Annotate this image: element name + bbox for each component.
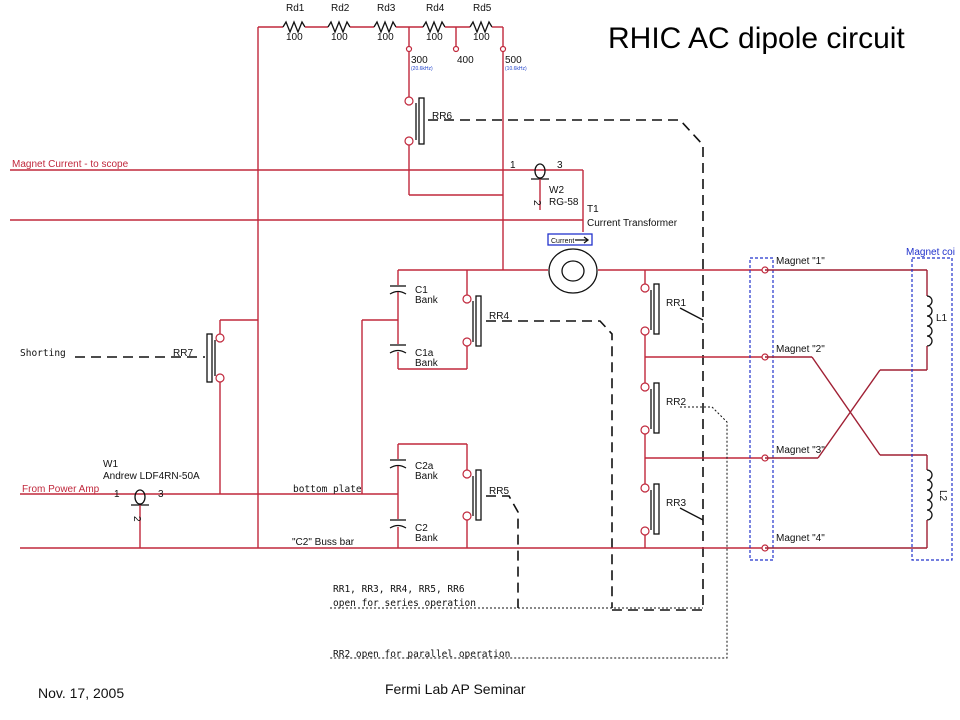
t1-arrow-label: Current (551, 238, 574, 245)
w2-pin3: 3 (557, 160, 563, 171)
magnet-current-label: Magnet Current - to scope (12, 159, 129, 170)
relay-rr2: RR2 (640, 382, 686, 435)
rr7-label: RR7 (173, 348, 193, 359)
w1-pin3: 3 (158, 489, 164, 500)
rr3-label: RR3 (666, 498, 686, 509)
relay-rr7: RR7 (173, 319, 258, 494)
note-parallel: RR2 open for parallel operation (333, 649, 510, 660)
rr3-control-lead (679, 507, 704, 521)
c2a-ref: C2a (415, 461, 434, 472)
rr4-label: RR4 (489, 311, 509, 322)
tap-500-label: 500 (505, 55, 522, 66)
from-power-amp-label: From Power Amp (22, 484, 100, 495)
tap-300-node (405, 45, 413, 53)
tap-500-node (499, 45, 507, 53)
w1-ref: W1 (103, 459, 118, 470)
resistor-rd3 (373, 20, 397, 34)
rd1-ref: Rd1 (286, 3, 305, 14)
rr2-label: RR2 (666, 397, 686, 408)
magnet-terminal-box (749, 257, 774, 561)
cross-wire-b (817, 369, 881, 459)
rd5-ref: Rd5 (473, 3, 492, 14)
w2-ref: W2 (549, 185, 564, 196)
tap-400-node (452, 45, 460, 53)
tap-300-freq: (20.6kHz) (411, 66, 433, 72)
t1-core-inner (561, 260, 585, 282)
resistor-rd4 (422, 20, 446, 34)
rd3-value: 100 (377, 32, 394, 43)
magnet-2-label: Magnet "2" (776, 344, 825, 355)
rr1-label: RR1 (666, 298, 686, 309)
rd4-value: 100 (426, 32, 443, 43)
l1-label: L1 (936, 313, 948, 324)
tap-500-freq: (10.6kHz) (505, 66, 527, 72)
w2-pin1: 1 (510, 160, 516, 171)
bottom-plate-label: bottom plate (293, 484, 362, 495)
magnet-coil-label: Magnet coi (906, 247, 955, 258)
rd5-value: 100 (473, 32, 490, 43)
c2-bank: Bank (415, 533, 439, 544)
rr4-control-dash (486, 320, 613, 608)
magnet-3-label: Magnet "3" (776, 445, 825, 456)
w2-type: RG-58 (549, 197, 579, 208)
resistor-rd1 (282, 20, 306, 34)
c2-ref: C2 (415, 523, 428, 534)
rr2-control-dotted (330, 406, 728, 659)
shorting-label: Shorting (20, 348, 66, 359)
w2-pin2: 2 (531, 200, 542, 206)
connector-w2: 1 3 2 W2 RG-58 (510, 160, 579, 210)
footer-event: Fermi Lab AP Seminar (385, 681, 526, 697)
rd1-value: 100 (286, 32, 303, 43)
tap-400-label: 400 (457, 55, 474, 66)
resistor-chain: Rd1 100 Rd2 100 Rd3 100 Rd4 100 Rd5 100 … (257, 3, 527, 548)
rd2-ref: Rd2 (331, 3, 350, 14)
page-title: RHIC AC dipole circuit (608, 22, 905, 55)
rr1-control-lead (679, 307, 704, 321)
c1a-ref: C1a (415, 348, 434, 359)
magnet-1-label: Magnet "1" (776, 256, 825, 267)
rr5-control-dash (486, 495, 519, 608)
magnet-coil-box (911, 257, 953, 561)
w1-pin1: 1 (114, 489, 120, 500)
rr5-label: RR5 (489, 486, 509, 497)
note-series-line2: open for series operation (333, 598, 476, 609)
current-transformer-t1: T1 Current Transformer Current (547, 204, 678, 294)
c1-ref: C1 (415, 285, 428, 296)
t1-name: Current Transformer (587, 218, 678, 229)
relay-rr5: RR5 (462, 444, 509, 548)
footer-date: Nov. 17, 2005 (38, 685, 124, 701)
c2a-bank: Bank (415, 471, 439, 482)
w1-type: Andrew LDF4RN-50A (103, 471, 200, 482)
rd2-value: 100 (331, 32, 348, 43)
relay-rr1: RR1 (640, 283, 686, 336)
c1-bank: Bank (415, 295, 439, 306)
coil-l2: L2 (926, 455, 948, 548)
resistor-rd2 (327, 20, 351, 34)
resistor-rd5 (469, 20, 493, 34)
w1-pin2: 2 (131, 516, 142, 522)
c1a-bank: Bank (415, 358, 439, 369)
rd3-ref: Rd3 (377, 3, 396, 14)
c2-buss-bar-label: "C2" Buss bar (292, 537, 355, 548)
magnet-4-label: Magnet "4" (776, 533, 825, 544)
coil-l1: L1 (926, 295, 948, 370)
relay-rr4: RR4 (462, 270, 509, 369)
capacitor-bank-c1: C1 Bank C1a Bank (389, 270, 467, 370)
rr6-label: RR6 (432, 111, 452, 122)
tap-300-label: 300 (411, 55, 428, 66)
relay-rr3: RR3 (640, 483, 686, 536)
connector-w1: W1 Andrew LDF4RN-50A 1 3 2 (103, 459, 200, 548)
relay-rr6: RR6 (404, 52, 503, 196)
note-series-line1: RR1, RR3, RR4, RR5, RR6 (333, 584, 465, 595)
cross-wire-a (811, 356, 881, 456)
rd4-ref: Rd4 (426, 3, 445, 14)
t1-core-outer (548, 248, 598, 294)
rr6-control-dash (428, 119, 704, 611)
l2-label: L2 (937, 490, 948, 502)
capacitor-bank-c2: C2a Bank C2 Bank (389, 443, 467, 548)
t1-ref: T1 (587, 204, 599, 215)
